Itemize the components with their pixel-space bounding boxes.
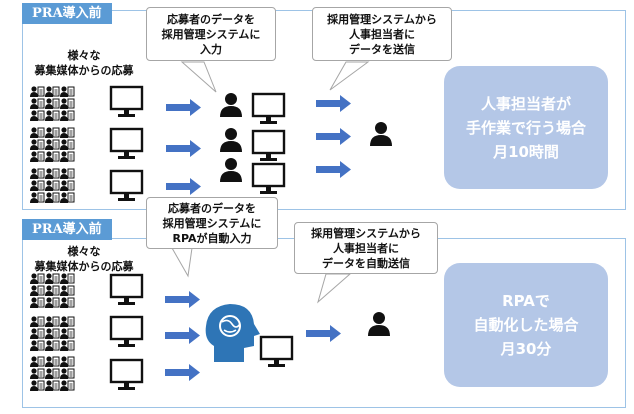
monitor-icon bbox=[109, 127, 144, 161]
person-icon bbox=[220, 93, 242, 117]
monitor-icon bbox=[109, 358, 144, 392]
applicant-crowd-icon bbox=[30, 86, 74, 121]
arrow-right-icon bbox=[166, 99, 201, 116]
panel-before-callout-send: 採用管理システムから人事担当者にデータを送信 bbox=[312, 7, 452, 61]
monitor-icon bbox=[109, 85, 144, 119]
applicant-crowd-icon bbox=[30, 273, 74, 308]
applicant-crowd-icon bbox=[30, 356, 74, 391]
monitor-icon bbox=[109, 169, 144, 203]
arrow-right-icon bbox=[165, 327, 200, 344]
monitor-icon bbox=[109, 315, 144, 349]
arrow-right-icon bbox=[306, 325, 341, 342]
person-icon bbox=[220, 158, 242, 182]
ai-head-icon bbox=[205, 304, 260, 362]
panel-after-tag: PRA導入前 bbox=[22, 219, 112, 240]
arrow-right-icon bbox=[165, 291, 200, 308]
panel-before-result: 人事担当者が手作業で行う場合月10時間 bbox=[444, 66, 608, 189]
arrow-right-icon bbox=[316, 161, 351, 178]
applicant-crowd-icon bbox=[30, 316, 74, 351]
arrow-right-icon bbox=[316, 95, 351, 112]
monitor-icon bbox=[109, 273, 144, 307]
person-icon bbox=[370, 122, 392, 146]
applicant-crowd-icon bbox=[30, 127, 74, 162]
panel-after-result: RPAで自動化した場合月30分 bbox=[444, 263, 608, 387]
panel-after-source-label: 様々な募集媒体からの応募 bbox=[34, 245, 134, 273]
panel-before-callout-input: 応募者のデータを採用管理システムに入力 bbox=[146, 7, 276, 61]
panel-before-source-label: 様々な募集媒体からの応募 bbox=[34, 49, 134, 77]
applicant-crowd-icon bbox=[30, 168, 74, 203]
monitor-icon bbox=[251, 162, 286, 196]
person-icon bbox=[220, 128, 242, 152]
arrow-right-icon bbox=[166, 140, 201, 157]
monitor-icon bbox=[259, 335, 294, 369]
arrow-right-icon bbox=[165, 364, 200, 381]
person-icon bbox=[368, 312, 390, 336]
monitor-icon bbox=[251, 92, 286, 126]
panel-after-callout-send: 採用管理システムから人事担当者にデータを自動送信 bbox=[294, 222, 438, 274]
monitor-icon bbox=[251, 129, 286, 163]
arrow-right-icon bbox=[316, 128, 351, 145]
arrow-right-icon bbox=[166, 178, 201, 195]
panel-before-tag: PRA導入前 bbox=[22, 3, 112, 24]
